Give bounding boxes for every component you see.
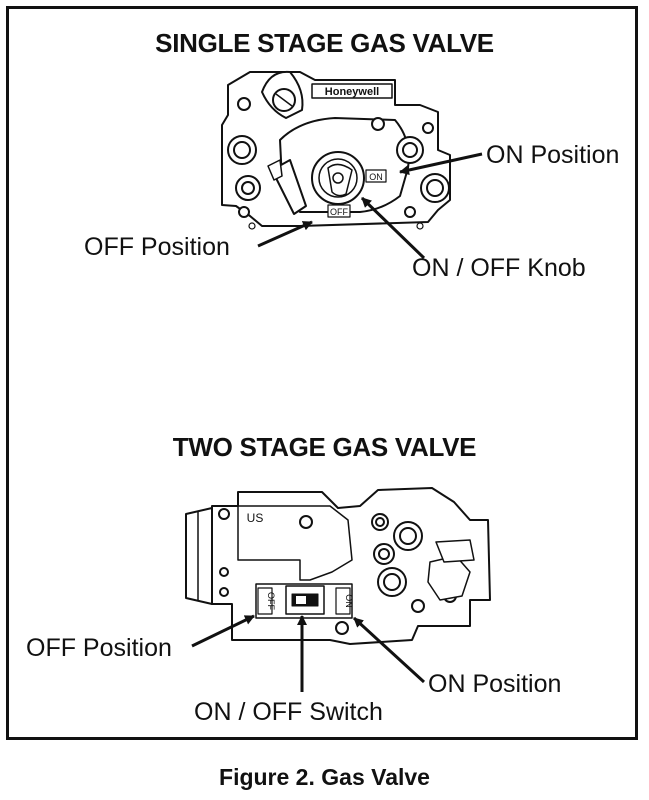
arrow-knob [360, 196, 426, 260]
single-stage-valve [221, 70, 451, 230]
single-stage-leaders [257, 152, 483, 260]
arrow-off-position [257, 220, 313, 248]
label-off-position-2: OFF Position [26, 634, 172, 662]
brand-logo-text: Honeywell [325, 86, 379, 98]
arrow-off-position-2 [191, 614, 255, 648]
single-stage-title: SINGLE STAGE GAS VALVE [155, 28, 494, 58]
us-stamp: US [247, 511, 264, 525]
switch-off-mark: OFF [266, 592, 276, 610]
switch-on-mark: ON [344, 594, 354, 608]
two-stage-valve [185, 487, 491, 645]
figure-frame [6, 6, 638, 740]
label-off-position: OFF Position [84, 233, 230, 261]
two-stage-leaders [191, 614, 426, 692]
two-stage-title: TWO STAGE GAS VALVE [172, 432, 477, 462]
knob-on-mark: ON [369, 172, 383, 182]
arrow-on-position-2 [352, 616, 426, 684]
arrow-on-position [399, 152, 483, 175]
label-switch: ON / OFF Switch [194, 698, 383, 726]
label-on-position: ON Position [486, 141, 620, 169]
knob-off-mark: OFF [330, 207, 348, 217]
label-knob: ON / OFF Knob [412, 254, 586, 282]
figure-caption: Figure 2. Gas Valve [219, 764, 430, 790]
label-on-position-2: ON Position [428, 670, 562, 698]
